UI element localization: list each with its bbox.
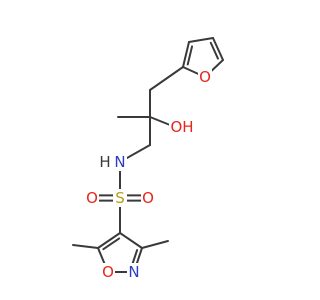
furan-c3-c4-bond — [188, 37, 214, 43]
sulfur-label: S — [115, 189, 125, 207]
amide-hydrogen-label-background — [98, 153, 112, 171]
furan-c4-c5-double-bond — [212, 37, 224, 61]
isoxazole-nitrogen-label-background — [127, 263, 141, 281]
isoxazole-c4-c5-double-bond-inner — [102, 237, 121, 251]
sulfonyl-oxygen-right-label: O — [142, 189, 154, 207]
sulfonyl-oxygen-left-label: O — [86, 189, 98, 207]
isoxazole-c3-c4-bond — [119, 232, 143, 249]
sulfonyl-oxygen-right-label-background — [141, 189, 155, 207]
furan-c4-c5-double-bond-inner — [209, 41, 219, 60]
isoxazole-nitrogen-label: N — [128, 263, 139, 281]
isoxazole-methyl5-bond — [72, 244, 99, 249]
amide-nitrogen-label: N — [114, 153, 125, 171]
furan-ch2-bond — [149, 66, 184, 91]
isoxazole-oxygen-label-background — [101, 263, 115, 281]
furan-c2-c3-double-bond — [182, 41, 190, 68]
sulfur-label-background — [113, 189, 127, 207]
hydroxyl-label: OH — [170, 118, 193, 136]
furan-oxygen-label-background — [198, 68, 212, 86]
amide-nitrogen-label-background — [113, 153, 127, 171]
furan-c2-c3-double-bond-inner — [186, 45, 194, 66]
furan-oxygen-label: O — [199, 68, 211, 86]
isoxazole-methyl3-bond — [141, 240, 169, 249]
amide-hydrogen-label: H — [99, 153, 110, 171]
sulfonyl-oxygen-left-label-background — [85, 189, 99, 207]
isoxazole-oxygen-label: O — [102, 263, 114, 281]
isoxazole-c4-c5-double-bond — [97, 232, 121, 249]
hydroxyl-label-background — [169, 118, 195, 136]
